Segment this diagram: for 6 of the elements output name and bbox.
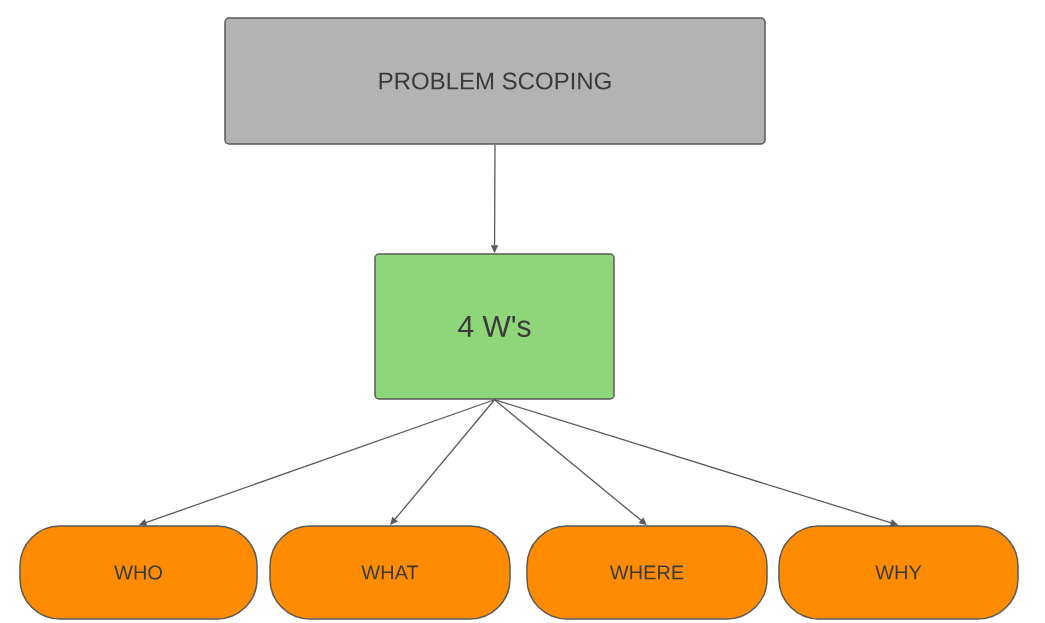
terminal-pill: WHO: [19, 525, 258, 620]
process-box: PROBLEM SCOPING: [224, 17, 766, 145]
terminal-pill: WHY: [778, 525, 1019, 620]
process-box: 4 W's: [374, 253, 615, 400]
terminal-pill: WHAT: [269, 525, 511, 620]
terminal-pill: WHERE: [526, 525, 768, 620]
